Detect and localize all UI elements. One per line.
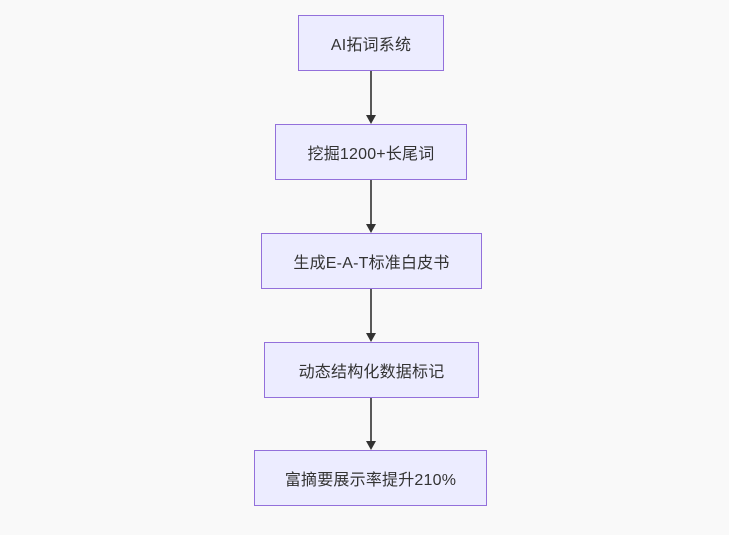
arrow-down-icon xyxy=(366,115,376,124)
flow-node-label: 动态结构化数据标记 xyxy=(298,364,445,381)
flow-edge-4 xyxy=(365,398,377,450)
arrow-line xyxy=(370,180,372,226)
flow-node-longtail-mining: 挖掘1200+长尾词 xyxy=(275,124,467,180)
flow-edge-3 xyxy=(365,289,377,342)
flow-node-structured-data: 动态结构化数据标记 xyxy=(264,342,479,398)
arrow-line xyxy=(370,398,372,443)
flow-node-eat-whitepaper: 生成E-A-T标准白皮书 xyxy=(261,233,482,289)
flow-node-ai-expansion: AI拓词系统 xyxy=(298,15,444,71)
arrow-down-icon xyxy=(366,224,376,233)
arrow-line xyxy=(370,71,372,117)
flow-edge-2 xyxy=(365,180,377,233)
flow-node-label: 挖掘1200+长尾词 xyxy=(307,146,435,163)
arrow-down-icon xyxy=(366,441,376,450)
flow-node-rich-snippet-result: 富摘要展示率提升210% xyxy=(254,450,487,506)
flow-node-label: 生成E-A-T标准白皮书 xyxy=(293,255,450,272)
flow-node-label: 富摘要展示率提升210% xyxy=(284,472,457,489)
flow-edge-1 xyxy=(365,71,377,124)
flow-node-label: AI拓词系统 xyxy=(330,37,412,54)
arrow-line xyxy=(370,289,372,335)
arrow-down-icon xyxy=(366,333,376,342)
